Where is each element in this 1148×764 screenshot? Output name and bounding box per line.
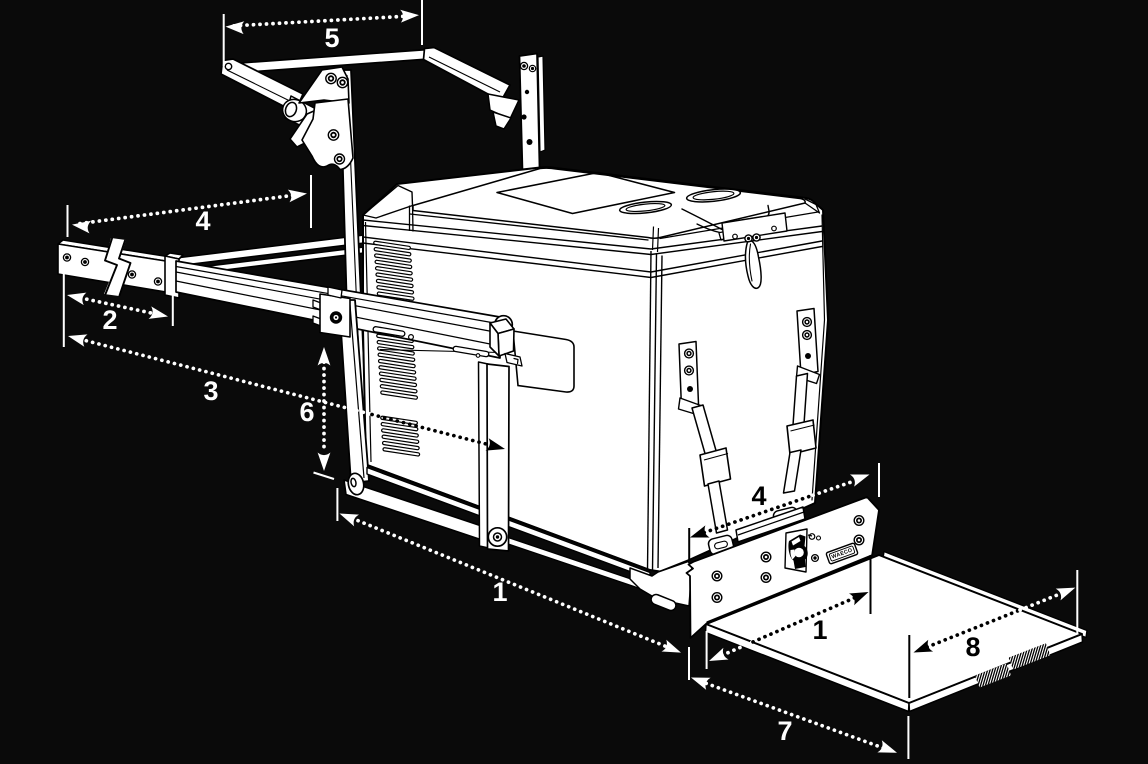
svg-text:5: 5	[324, 23, 339, 53]
svg-text:8: 8	[965, 632, 980, 662]
svg-text:2: 2	[102, 305, 117, 335]
svg-text:7: 7	[777, 716, 792, 746]
svg-text:6: 6	[299, 397, 314, 427]
svg-text:4: 4	[751, 481, 766, 511]
svg-text:1: 1	[492, 577, 507, 607]
svg-text:3: 3	[203, 376, 218, 406]
svg-text:1: 1	[812, 615, 827, 645]
svg-text:4: 4	[195, 206, 210, 236]
